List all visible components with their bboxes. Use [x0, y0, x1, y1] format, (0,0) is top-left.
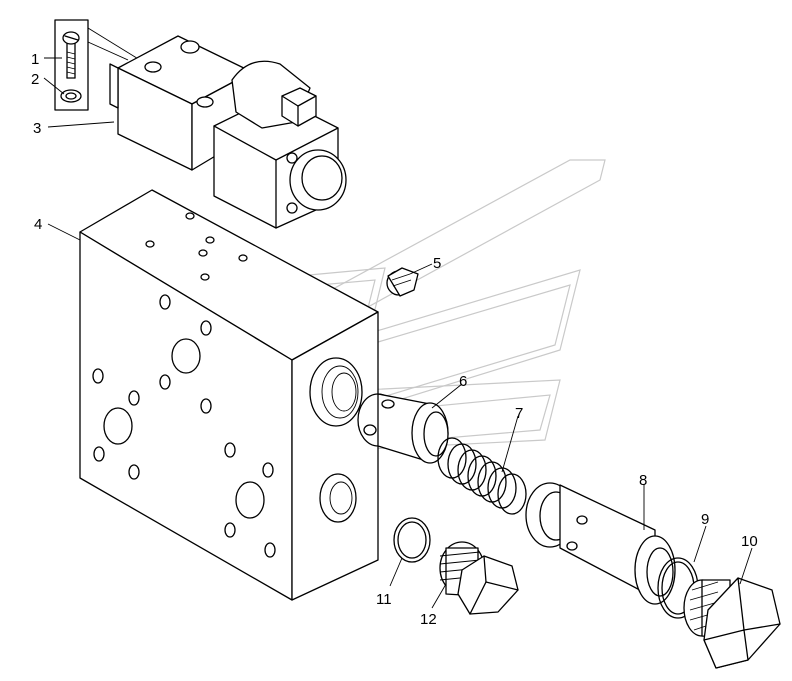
screw-part: [54, 19, 89, 111]
callout-3: 3: [33, 120, 41, 137]
hex-plug-part: [683, 577, 781, 669]
callout-8: 8: [639, 472, 647, 489]
callout-12: 12: [420, 611, 437, 628]
callout-9: 9: [701, 511, 709, 528]
hex-cap-part: [439, 541, 519, 615]
callout-4: 4: [34, 216, 42, 233]
leader-lines: [43, 57, 753, 609]
callout-5: 5: [433, 255, 441, 272]
callout-1: 1: [31, 51, 39, 68]
callout-2: 2: [31, 71, 39, 88]
valve-body-part: [525, 482, 676, 605]
callout-11: 11: [376, 591, 392, 608]
callout-labels: 1 2 3 4 5 6 7 8 9 10 11 12: [31, 51, 758, 628]
callout-6: 6: [459, 373, 467, 390]
plug-part: [386, 267, 419, 297]
callout-7: 7: [515, 405, 523, 422]
manifold-block: [79, 189, 379, 601]
solenoid-valve: [109, 35, 347, 229]
seal-ring-part: [393, 517, 431, 563]
washer-part: [60, 89, 82, 103]
callout-10: 10: [741, 533, 758, 550]
spring-part: [437, 437, 527, 515]
